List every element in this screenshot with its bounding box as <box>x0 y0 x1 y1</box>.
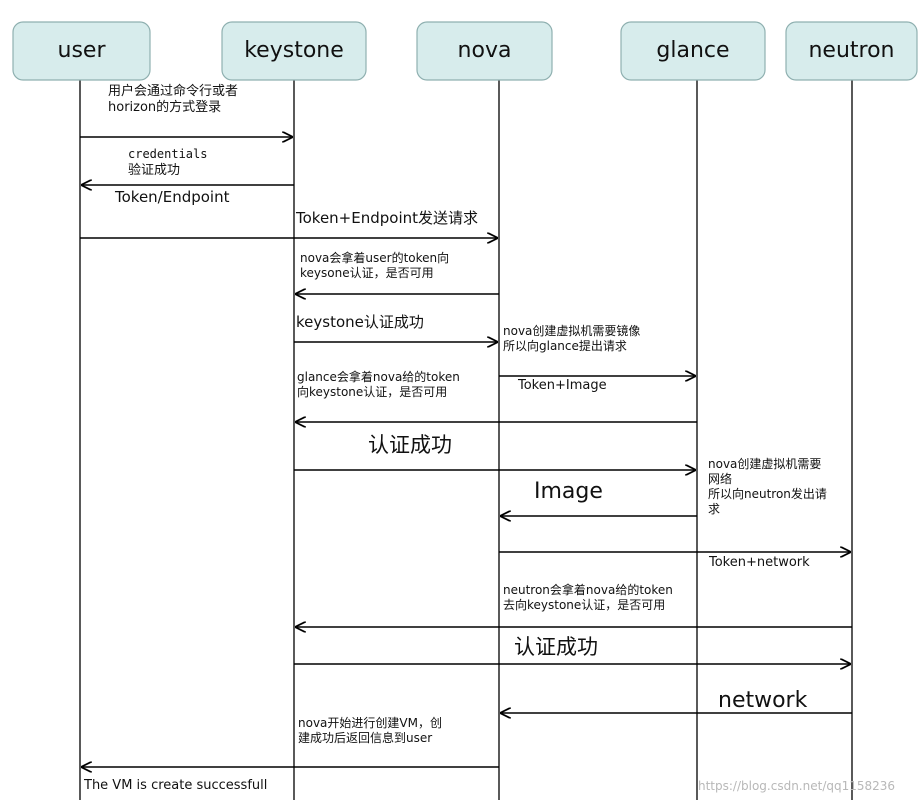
watermark: https://blog.csdn.net/qq1158236 <box>698 779 896 793</box>
participant-label-neutron: neutron <box>808 38 895 63</box>
participant-box-keystone <box>221 21 367 81</box>
nova-network-request-label: nova创建虚拟机需要 网络 所以向neutron发出请 求 <box>708 457 827 516</box>
image-label: Image <box>534 479 603 504</box>
network-label: network <box>718 688 808 713</box>
nova-token-label: nova会拿着user的token向 keysone认证，是否可用 <box>300 251 450 280</box>
nova-start-label: nova开始进行创建VM，创 建成功后返回信息到user <box>298 716 442 745</box>
neutron-token-label: neutron会拿着nova给的token 去向keystone认证，是否可用 <box>503 583 673 612</box>
nova-image-request-label: nova创建虚拟机需要镜像 所以向glance提出请求 <box>503 324 641 353</box>
glance-token-label: glance会拿着nova给的token 向keystone认证，是否可用 <box>297 370 460 399</box>
auth-ok-label-1: 认证成功 <box>368 433 452 457</box>
token-endpoint-send-label: Token+Endpoint发送请求 <box>296 209 479 227</box>
login-label: 用户会通过命令行或者 horizon的方式登录 <box>108 84 239 116</box>
verify-ok-label: 验证成功 <box>128 163 181 178</box>
participant-box-nova <box>416 21 553 81</box>
participant-label-nova: nova <box>457 38 512 63</box>
credentials-label: credentials <box>128 147 208 161</box>
token-network-label: Token+network <box>709 555 810 570</box>
auth-ok-label-2: 认证成功 <box>514 635 598 659</box>
vm-success-label: The VM is create successfull <box>84 778 268 793</box>
participant-box-neutron <box>785 21 918 81</box>
token-image-label: Token+Image <box>518 378 607 393</box>
participant-label-keystone: keystone <box>244 38 344 63</box>
participant-box-user <box>12 21 151 81</box>
participant-label-user: user <box>57 38 106 63</box>
participant-box-glance <box>620 21 766 81</box>
token-endpoint-label: Token/Endpoint <box>115 188 230 206</box>
participant-label-glance: glance <box>656 38 730 63</box>
keystone-auth-ok-label: keystone认证成功 <box>296 313 424 331</box>
